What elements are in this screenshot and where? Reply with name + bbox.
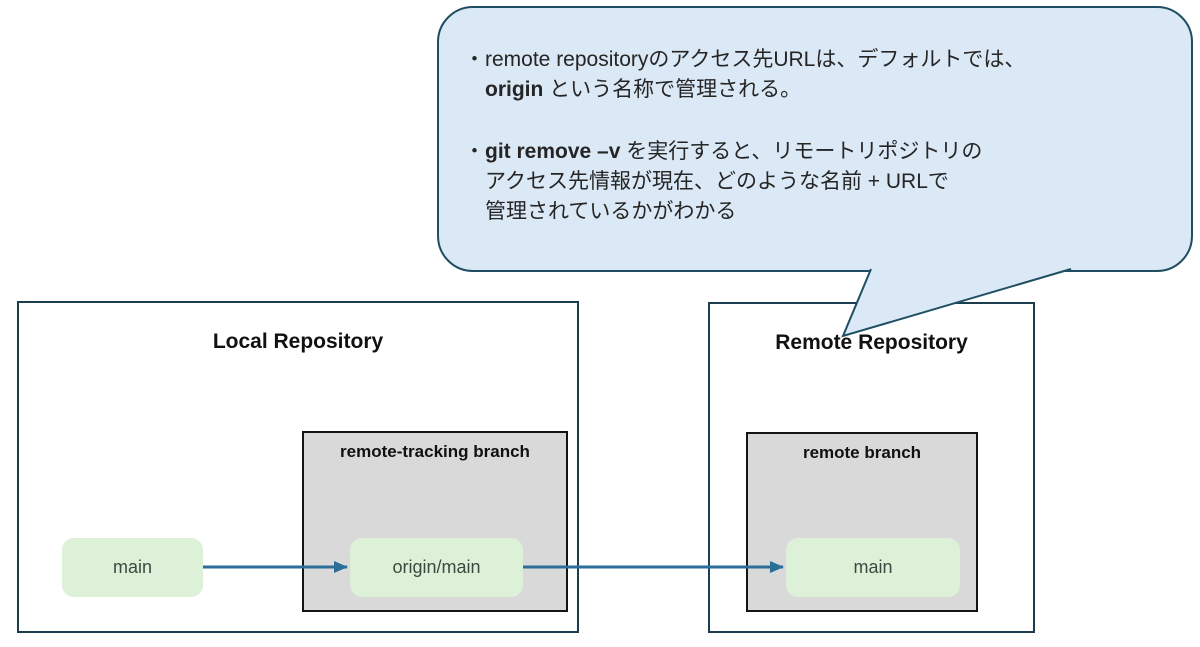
- bubble-text-segment: 管理されているかがわかる: [485, 200, 737, 223]
- bubble-paragraph: ・git remove –v を実行すると、リモートリポジトリのアクセス先情報が…: [464, 137, 1025, 227]
- bubble-text-segment: origin: [485, 78, 544, 101]
- bubble-text-segment: git remove –v: [485, 140, 621, 163]
- local-repository-title: Local Repository: [212, 330, 384, 353]
- bubble-text-segment: という名称で管理される。: [543, 78, 802, 101]
- remote-repository-title: Remote Repository: [775, 331, 968, 354]
- bubble-text-segment: を実行すると、リモートリポジトリの: [620, 140, 983, 163]
- bubble-line: アクセス先情報が現在、どのような名前 + URLで: [464, 167, 1025, 197]
- bubble-paragraph: ・remote repositoryのアクセス先URLは、デフォルトでは、 ori…: [464, 45, 1025, 105]
- bubble-text-segment: ・remote repositoryのアクセス先URLは、デフォルトでは、: [464, 48, 1026, 71]
- local-main-branch-chip: main: [62, 538, 203, 597]
- bubble-line: origin という名称で管理される。: [464, 75, 1025, 105]
- origin-main-branch-chip: origin/main: [350, 538, 523, 597]
- local-main-branch-label: main: [112, 557, 152, 577]
- origin-main-branch-label: origin/main: [392, 557, 481, 577]
- bubble-line: 管理されているかがわかる: [464, 197, 1025, 227]
- remote-branch-panel-title: remote branch: [802, 443, 922, 462]
- bubble-text-segment: ・: [464, 140, 485, 163]
- bubble-text-segment: アクセス先情報が現在、どのような名前 + URLで: [485, 170, 949, 193]
- speech-bubble-text: ・remote repositoryのアクセス先URLは、デフォルトでは、 ori…: [464, 45, 1025, 227]
- bubble-line: ・git remove –v を実行すると、リモートリポジトリの: [464, 137, 1025, 167]
- remote-main-branch-chip: main: [786, 538, 960, 597]
- bubble-line: ・remote repositoryのアクセス先URLは、デフォルトでは、: [464, 45, 1025, 75]
- remote-main-branch-label: main: [853, 557, 893, 577]
- speech-bubble: [437, 6, 1193, 272]
- remote-tracking-branch-panel-title: remote-tracking branch: [340, 442, 530, 461]
